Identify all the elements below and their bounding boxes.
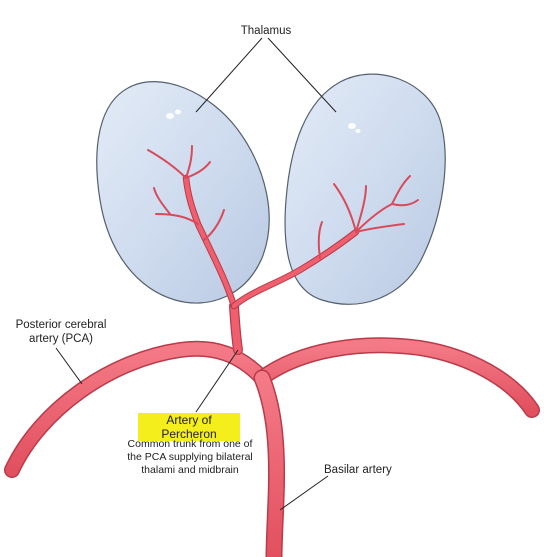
right-thalamic-branches <box>317 175 419 259</box>
percheron-label: Artery of Percheron <box>138 413 240 441</box>
percheron-description: Common trunk from one of the PCA supplyi… <box>120 438 260 477</box>
thalamus-leader-left <box>195 37 263 113</box>
pca-label-line2: artery (PCA) <box>29 333 93 345</box>
main-arteries <box>4 337 540 557</box>
thalamus-label: Thalamus <box>240 25 292 37</box>
pca-label-line1: Posterior cerebral <box>15 319 107 331</box>
description-line2: the PCA supplying bilateral <box>127 451 253 463</box>
pca-label: Posterior cerebral artery (PCA) <box>2 318 120 346</box>
description-line1: Common trunk from one of <box>127 438 253 450</box>
description-line3: thalami and midbrain <box>141 464 239 476</box>
basilar-label: Basilar artery <box>324 464 392 476</box>
thalamus-leader-right <box>267 37 337 113</box>
left-thalamus-highlight <box>166 109 181 119</box>
pca-leader <box>55 347 83 385</box>
left-thalamus <box>96 81 270 304</box>
leader-lines <box>55 37 337 511</box>
percheron-leader <box>195 349 239 413</box>
basilar-leader <box>279 475 329 511</box>
right-thalamus-highlight <box>348 123 361 133</box>
left-thalamic-branches <box>147 145 225 241</box>
